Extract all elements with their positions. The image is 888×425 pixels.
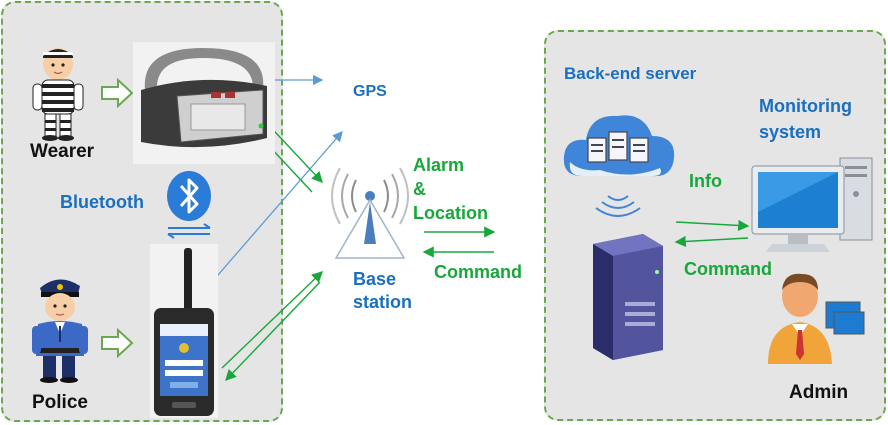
info-label: Info [689,171,722,191]
handset-gps-arrow [204,131,343,291]
base-station-tower-icon [331,167,409,259]
tower-handset-arrow [225,281,321,382]
base-station-label-line2: station [353,292,413,312]
gps-label: GPS [353,83,387,100]
command-label-left: Command [434,262,523,282]
bluetooth-label: Bluetooth [60,192,144,212]
prisoner-figure-icon [32,48,84,141]
location-label-line: Location [413,203,488,223]
wearer-to-bracelet-arrow [101,77,134,109]
server-tower-icon [593,234,663,360]
alarm-label-line: Alarm [413,155,465,175]
cloud-server-icon [563,115,675,217]
police-officer-icon [32,279,88,383]
ampersand-label-line: & [413,179,426,199]
handset-tower-arrow [221,271,324,369]
police-label: Police [32,392,88,413]
bluetooth-icon [167,171,211,239]
police-to-handset-arrow [101,327,134,359]
police-handheld-terminal-icon [150,244,218,418]
alarm-location-label: Alarm & Location [413,153,488,225]
base-station-label-line1: Base [353,269,397,289]
monitoring-label-line1: Monitoring [759,96,852,116]
server-monitor-arrow [675,219,750,232]
base-station-label: Base station [353,268,412,314]
backend-server-label: Back-end server [564,64,697,83]
desktop-computer-icon [751,157,873,252]
wearer-label: Wearer [30,141,95,162]
command-label-right: Command [684,259,773,279]
admin-operator-icon [768,273,865,364]
monitoring-system-label: Monitoring system [759,93,852,145]
ankle-bracelet-device-icon [133,42,275,164]
monitor-server-arrow [674,235,749,248]
admin-label: Admin [789,382,849,403]
monitoring-label-line2: system [759,122,822,142]
